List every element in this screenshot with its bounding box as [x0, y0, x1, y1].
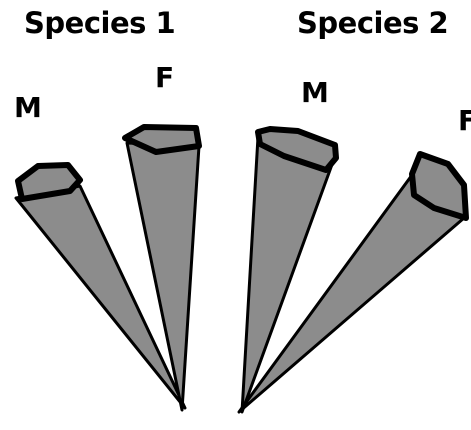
- species-1-male-cone-mouth: [18, 165, 80, 199]
